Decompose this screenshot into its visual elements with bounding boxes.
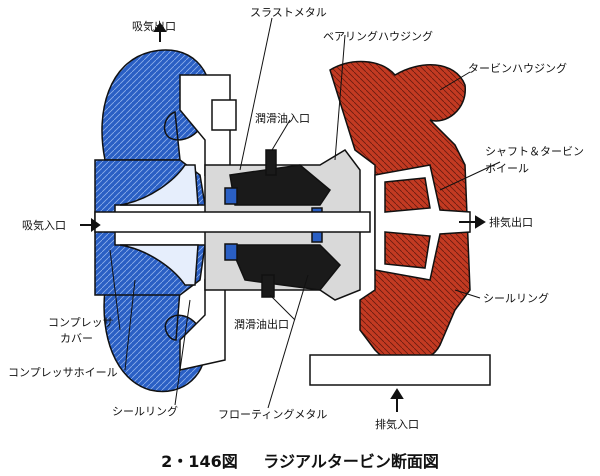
label-turbine-housing: タービンハウジング xyxy=(468,62,567,75)
label-seal-ring-right: シールリング xyxy=(483,292,549,305)
flow-arrows xyxy=(80,22,486,412)
shaft xyxy=(94,211,371,233)
label-compressor-cover-2: カバー xyxy=(60,332,93,345)
label-bearing-housing: ベアリングハウジング xyxy=(323,30,433,43)
label-intake-inlet: 吸気入口 xyxy=(22,219,66,232)
cross-section-drawing xyxy=(80,17,501,412)
figure-caption: 2・146図 ラジアルタービン断面図 xyxy=(0,448,600,472)
label-compressor-cover-1: コンプレッサ xyxy=(48,316,114,329)
label-thrust-metal: スラストメタル xyxy=(250,6,327,19)
label-intake-outlet: 吸気出口 xyxy=(132,20,176,33)
label-shaft-turbine-wheel-2: ホイール xyxy=(485,162,529,175)
label-shaft-turbine-wheel-1: シャフト＆タービン xyxy=(485,145,584,158)
leader-lines xyxy=(109,17,501,409)
figure-number: 2・146図 xyxy=(161,452,238,471)
turbine-flange xyxy=(309,354,491,386)
label-oil-outlet: 潤滑油出口 xyxy=(234,318,289,331)
label-compressor-wheel: コンプレッサホイール xyxy=(8,366,118,379)
turbine-housing xyxy=(329,60,471,365)
label-exhaust-inlet: 排気入口 xyxy=(375,418,419,431)
label-seal-ring-left: シールリング xyxy=(112,405,178,418)
label-oil-inlet: 潤滑油入口 xyxy=(255,112,310,125)
label-floating-metal: フローティングメタル xyxy=(218,408,328,421)
figure-title: ラジアルタービン断面図 xyxy=(263,452,439,471)
back-plate xyxy=(179,74,237,371)
label-exhaust-outlet: 排気出口 xyxy=(489,216,533,229)
